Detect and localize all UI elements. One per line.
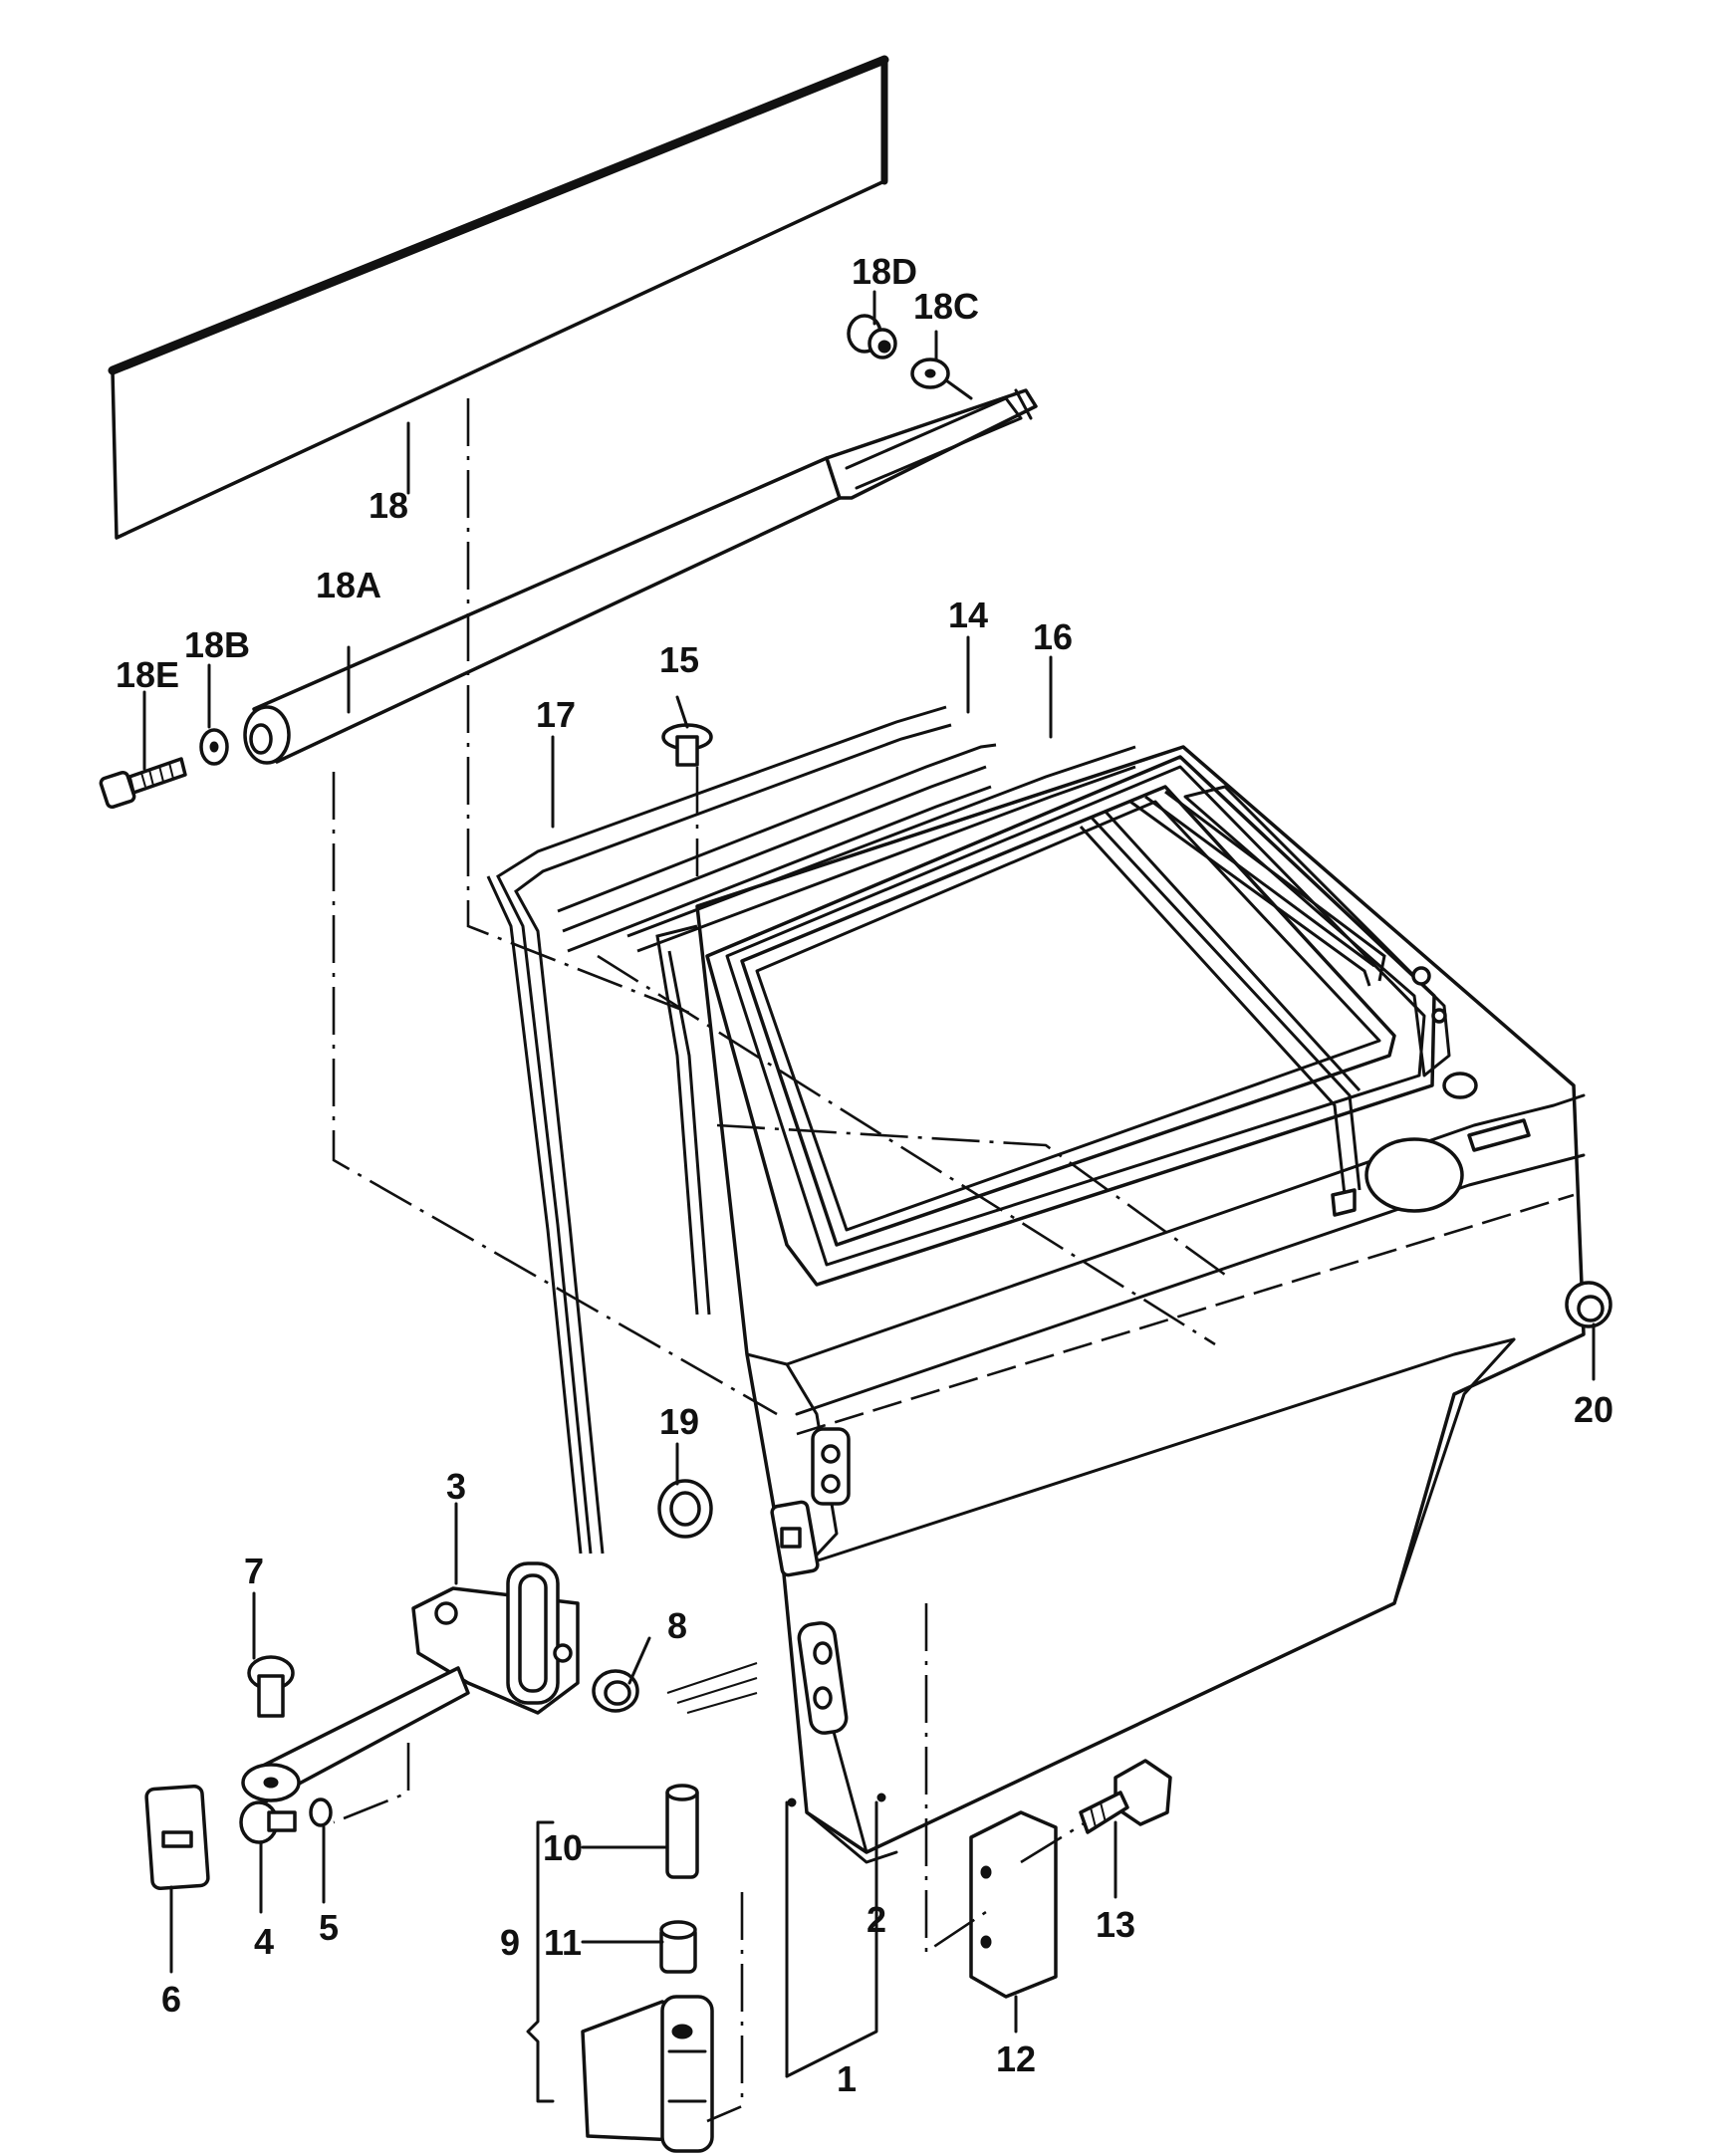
label-4: 4 [254,1921,274,1962]
label-18D: 18D [852,251,917,292]
label-11: 11 [544,1922,582,1963]
label-1: 1 [837,2058,857,2099]
rail-18A [243,388,1038,765]
label-19: 19 [659,1401,699,1442]
check-strap-3 [241,1561,580,1804]
seal-17 [486,705,952,1555]
label-18B: 18B [184,624,250,665]
label-18C: 18C [913,286,979,327]
label-17: 17 [536,694,576,735]
label-18: 18 [369,485,408,526]
label-15: 15 [659,639,699,680]
assembly-lines [332,398,1226,2123]
plate-12 [969,1810,1058,1999]
plate-6 [144,1784,210,1891]
trim-panel-18 [108,55,889,540]
label-13: 13 [1096,1904,1135,1945]
door-shell [666,745,1586,1864]
clip-15 [661,723,713,767]
washer-18B [199,728,229,766]
label-3: 3 [446,1466,466,1507]
washer-18C [910,358,950,389]
label-5: 5 [319,1907,339,1948]
bolt-18E [99,757,187,810]
label-2: 2 [867,1899,886,1940]
label-20: 20 [1574,1389,1613,1430]
nut-8 [592,1669,639,1713]
seal-14 [557,743,997,953]
seal-16 [626,745,1136,1316]
pin-7 [247,1655,295,1718]
hinge-9 [581,1995,714,2153]
label-8: 8 [667,1605,687,1646]
plug-20 [1565,1281,1612,1328]
label-14: 14 [948,595,988,635]
nut-18D [847,314,897,359]
leader-lines [142,290,1596,2103]
label-16: 16 [1033,616,1073,657]
washer-5 [309,1797,333,1827]
part-labels: 18 18A 18B 18E 18D 18C 15 17 14 16 20 19… [116,251,1613,2099]
hinge-pin-10 [665,1784,699,1879]
label-6: 6 [161,1979,181,2020]
grommet-19 [657,1479,713,1539]
label-9: 9 [500,1922,520,1963]
label-7: 7 [244,1551,264,1591]
label-18E: 18E [116,654,179,695]
label-12: 12 [996,2038,1036,2079]
bolt-13 [1079,1759,1172,1834]
label-10: 10 [543,1827,583,1868]
bush-11 [659,1920,697,1974]
label-18A: 18A [316,565,381,605]
screw-4 [239,1800,297,1844]
